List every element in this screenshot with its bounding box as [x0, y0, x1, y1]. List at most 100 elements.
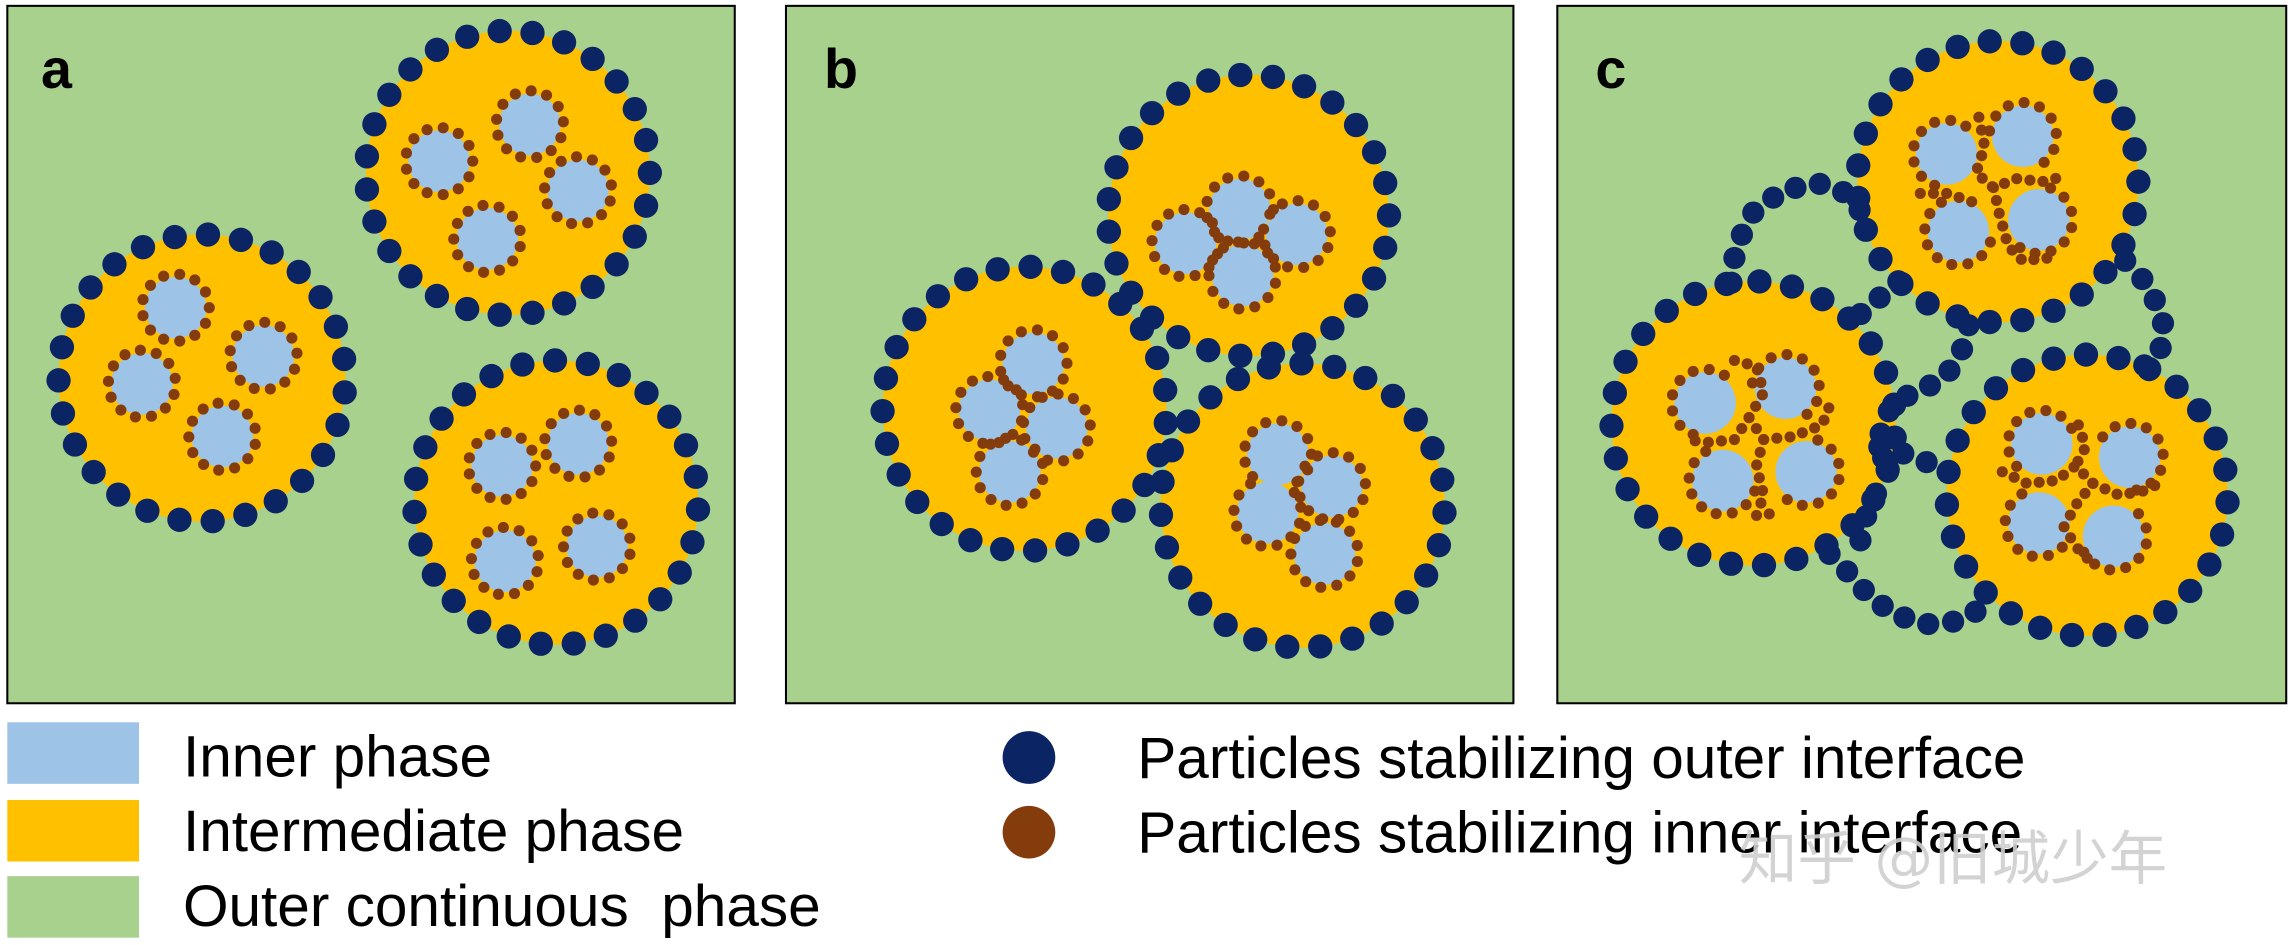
intermediate-phase-label: Intermediate phase [183, 799, 684, 864]
outer-interface-particle [1751, 552, 1777, 578]
inner-interface-particle [1823, 402, 1835, 414]
outer-interface-particle [1369, 611, 1394, 636]
inner-interface-particle [493, 201, 505, 213]
inner-phase-droplet [191, 405, 254, 468]
outer-interface-particle [451, 382, 477, 407]
inner-interface-particle [1740, 499, 1752, 511]
inner-interface-particle [2050, 172, 2062, 185]
inner-interface-particle [2072, 419, 2084, 431]
outer-interface-particle [402, 499, 427, 525]
inner-interface-particle [1976, 172, 1988, 184]
inner-interface-particle [462, 261, 475, 273]
inner-interface-particle [1036, 457, 1049, 469]
outer-interface-particle [1096, 186, 1122, 212]
outer-interface-particle [1050, 259, 1076, 285]
inner-interface-particle [1945, 114, 1957, 126]
inner-interface-particle [1987, 181, 2000, 194]
outer-interface-particle [1243, 627, 1268, 652]
inner-interface-particle [1344, 525, 1356, 537]
inner-interface-particle [1292, 195, 1304, 207]
inner-interface-particle [1213, 232, 1225, 244]
inner-interface-particle [582, 217, 594, 229]
inner-interface-particle [1307, 199, 1320, 211]
inner-interface-particle [1327, 447, 1339, 459]
inner-interface-particle [2133, 552, 2145, 564]
inner-interface-particle [451, 217, 463, 229]
inner-interface-particle [1971, 162, 1984, 174]
inner-interface-particle [400, 163, 413, 175]
inner-interface-particle [514, 241, 526, 253]
outer-interface-particle [1289, 351, 1314, 376]
outer-interface-particle [413, 435, 438, 460]
inner-interface-particle [1931, 252, 1943, 264]
outer-interface-particle [2041, 346, 2066, 371]
inner-interface-particle [1984, 236, 1996, 248]
outer-interface-particle [1938, 359, 1961, 382]
outer-interface-particle [634, 380, 659, 406]
inner-interface-particle [1264, 188, 1276, 200]
inner-interface-particle [1248, 238, 1260, 250]
inner-interface-particle [1322, 242, 1334, 254]
inner-interface-particle [2016, 488, 2028, 500]
inner-interface-particle [2066, 221, 2078, 234]
outer-interface-particle [1855, 505, 1878, 528]
outer-interface-particle [1915, 450, 1938, 474]
outer-interface-particle [1150, 469, 1175, 495]
inner-interface-particle [492, 588, 504, 600]
inner-interface-particle [616, 563, 629, 575]
inner-interface-particle [134, 344, 146, 356]
inner-interface-particle [2155, 464, 2167, 476]
inner-interface-particle [1914, 187, 1926, 199]
inner-interface-particle [1751, 364, 1763, 376]
outer-interface-particle [1941, 610, 1965, 633]
inner-interface-particle [462, 205, 474, 217]
inner-interface-particle [1833, 473, 1845, 486]
inner-interface-particle [1811, 395, 1823, 408]
inner-interface-particle [2124, 487, 2136, 499]
watermark: 知乎 @旧城少年 [1739, 825, 2167, 893]
inner-interface-particle [2040, 404, 2052, 417]
inner-interface-particle [1929, 116, 1941, 128]
inner-interface-particle [1359, 478, 1371, 490]
inner-interface-particle [225, 361, 238, 373]
intermediate-phase-swatch [7, 799, 140, 862]
inner-phase-droplet [471, 435, 533, 497]
outer-interface-particle [1322, 354, 1347, 380]
inner-interface-particle [115, 404, 127, 416]
inner-interface-particle [477, 199, 489, 211]
outer-interface-particle [1291, 74, 1317, 99]
inner-interface-particle [1736, 422, 1748, 435]
inner-interface-particle [497, 521, 509, 534]
inner-interface-particle [1962, 258, 1974, 270]
outer-interface-particle [1957, 314, 1980, 337]
outer-interface-particle [1228, 62, 1253, 88]
outer-interface-particle [622, 96, 647, 122]
outer-interface-particle [1168, 565, 1193, 590]
inner-interface-particle [484, 491, 496, 503]
panel-c-droplets [1599, 29, 2240, 648]
panel-b-droplets [870, 62, 1457, 659]
outer-interface-particle [377, 238, 402, 264]
inner-interface-particle [1233, 489, 1245, 501]
intermediate-phase-droplet [1857, 41, 2139, 323]
inner-interface-particle [1207, 285, 1219, 297]
inner-interface-particle [563, 470, 575, 482]
inner-interface-particle [2058, 521, 2070, 533]
inner-interface-particle [2015, 253, 2027, 265]
outer-interface-particle [1432, 500, 1457, 525]
outer-interface-particle [2209, 522, 2235, 547]
inner-interface-particle [1244, 478, 1257, 490]
inner-interface-particle [1194, 207, 1206, 219]
inner-interface-particle [2111, 488, 2123, 500]
inner-interface-particle [603, 451, 615, 463]
inner-interface-particle [1758, 433, 1770, 446]
inner-interface-particle [1276, 415, 1288, 427]
outer-interface-particle [551, 291, 577, 316]
inner-interface-particle [1312, 254, 1324, 267]
outer-interface-particle [398, 264, 423, 289]
inner-interface-particle [212, 397, 224, 409]
outer-interface-particle [1188, 591, 1213, 616]
inner-interface-particle [995, 365, 1007, 377]
inner-interface-particle [144, 324, 157, 336]
inner-interface-particle [522, 579, 534, 591]
